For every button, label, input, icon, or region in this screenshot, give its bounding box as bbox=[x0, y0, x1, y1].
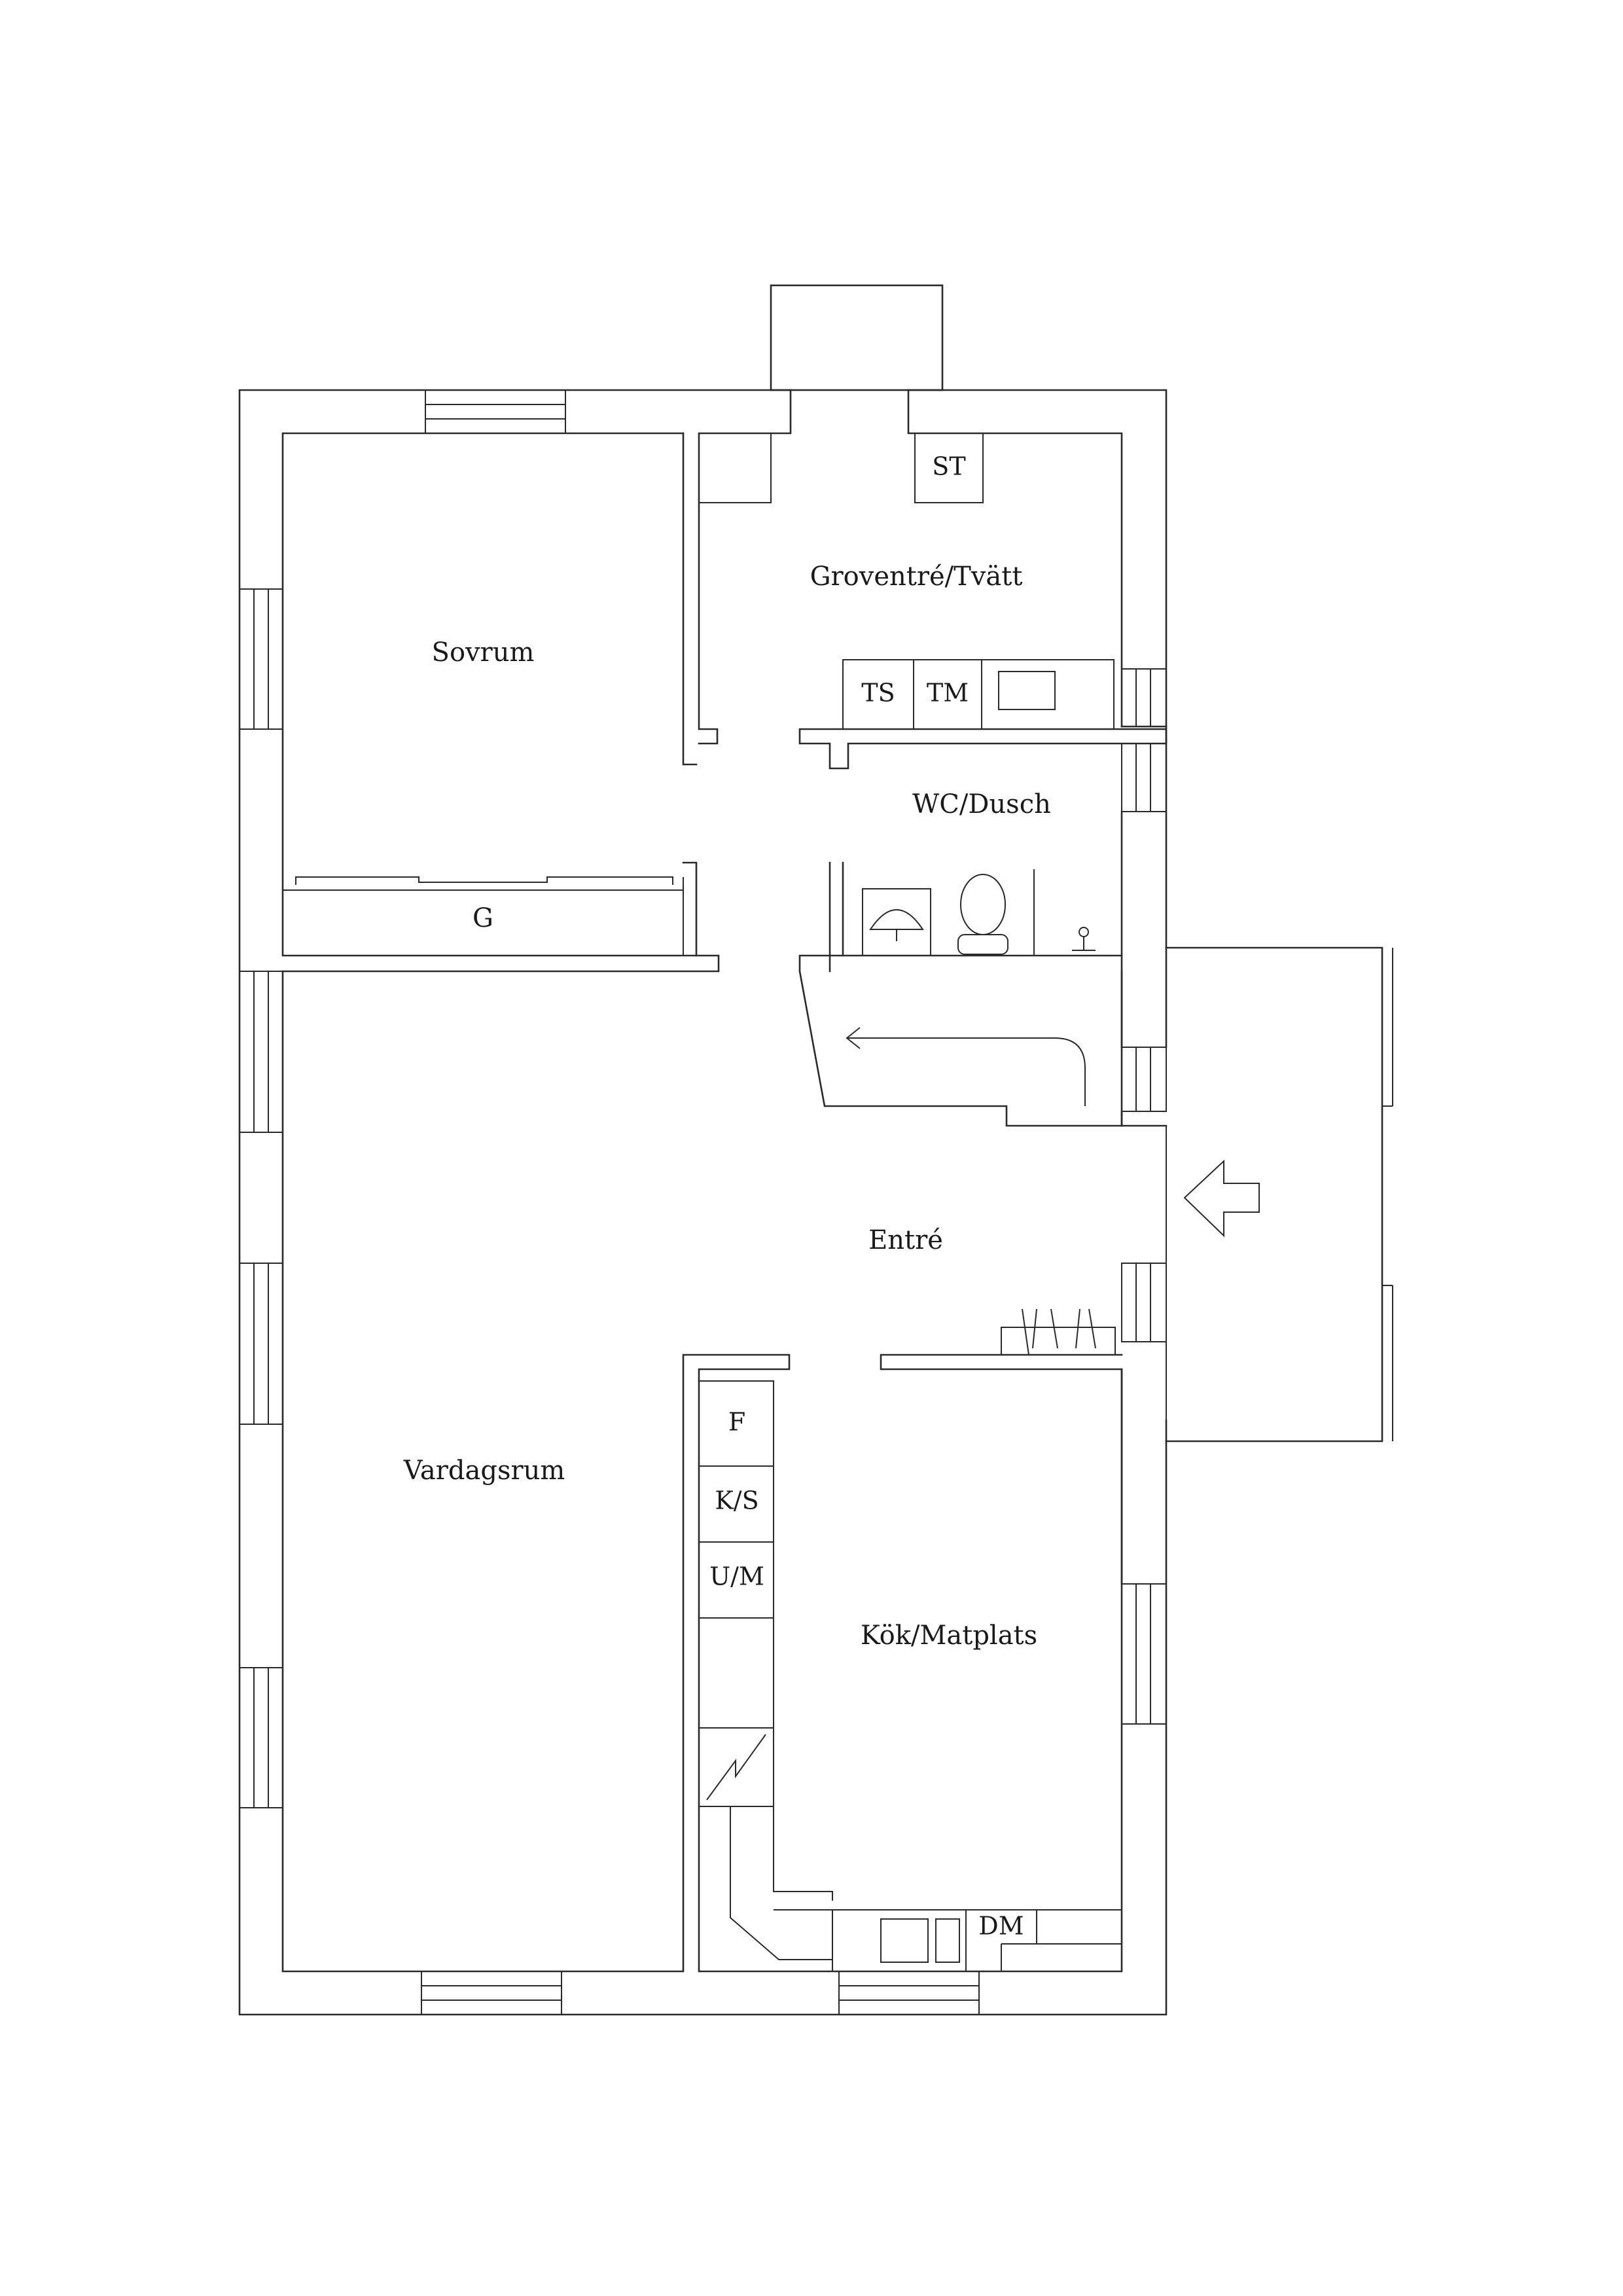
fireplace-icon bbox=[698, 1727, 774, 1807]
room-label-entre: Entré bbox=[868, 1225, 943, 1255]
windows bbox=[239, 389, 1168, 2015]
arrow-left-icon bbox=[1183, 1159, 1260, 1238]
shower-icon bbox=[1072, 927, 1096, 951]
room-labels: Sovrum G Groventré/Tvätt WC/Dusch Entré … bbox=[403, 562, 1051, 1651]
sink-icon bbox=[862, 888, 931, 956]
room-label-garderob: G bbox=[473, 903, 493, 933]
room-label-vardagsrum: Vardagsrum bbox=[403, 1456, 565, 1486]
staircase bbox=[798, 954, 1123, 1127]
coat-rack bbox=[1001, 1308, 1116, 1355]
toilet-icon bbox=[957, 874, 1008, 955]
fixture-label-dm: DM bbox=[978, 1912, 1024, 1941]
fixture-label-ks: K/S bbox=[715, 1486, 758, 1515]
fixture-label-um: U/M bbox=[709, 1562, 764, 1591]
entrance-porch bbox=[1165, 946, 1393, 1443]
fixture-label-ts: TS bbox=[861, 679, 895, 708]
fixture-label-tm: TM bbox=[927, 679, 969, 708]
chimney bbox=[770, 284, 944, 391]
room-label-groventre: Groventré/Tvätt bbox=[810, 562, 1023, 592]
fixture-label-f: F bbox=[728, 1408, 745, 1437]
room-label-sovrum: Sovrum bbox=[432, 637, 535, 668]
fixture-labels: ST TS TM F K/S U/M DM bbox=[709, 452, 1024, 1941]
room-label-kok: Kök/Matplats bbox=[861, 1621, 1037, 1651]
kitchen-fixtures bbox=[698, 1380, 1122, 1971]
room-label-wc: WC/Dusch bbox=[912, 789, 1051, 819]
wardrobe-fixtures bbox=[283, 876, 684, 956]
stair-direction-icon bbox=[846, 1027, 1086, 1106]
fixture-label-st: ST bbox=[932, 452, 965, 481]
groventre-fixtures bbox=[698, 433, 1168, 770]
outer-walls bbox=[238, 389, 1168, 2016]
